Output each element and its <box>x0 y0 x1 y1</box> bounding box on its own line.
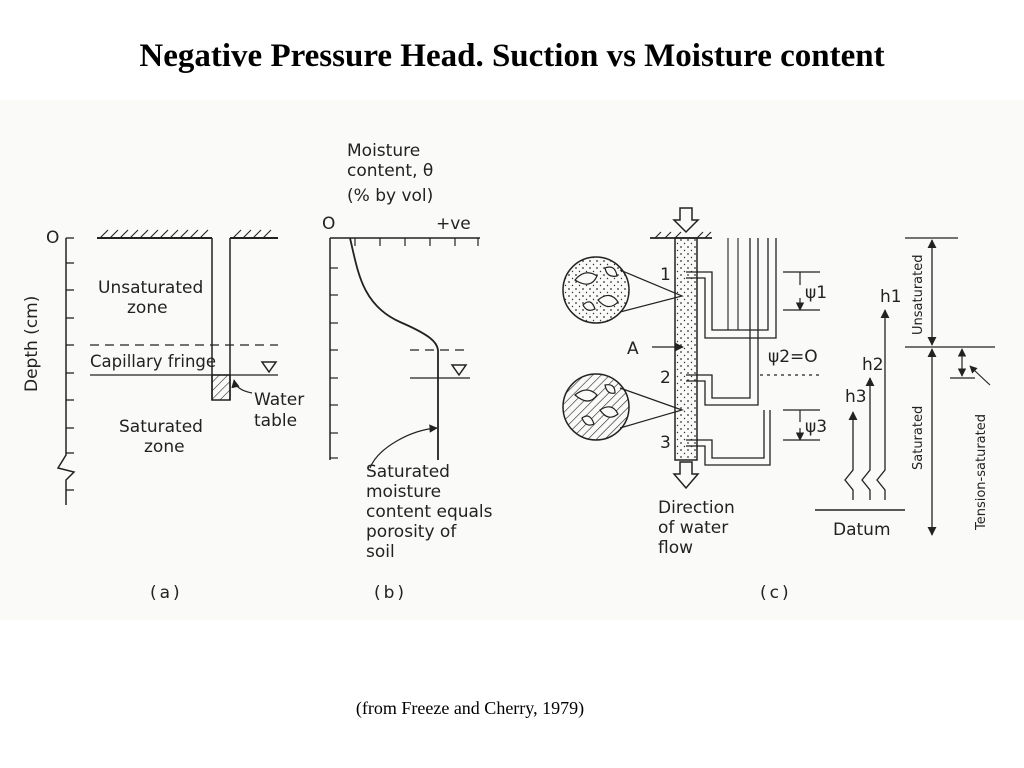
ground-hatch <box>99 229 272 239</box>
h3-arrow <box>844 411 858 500</box>
point-3-label: 3 <box>660 433 671 453</box>
panel-a-zero: O <box>46 228 59 248</box>
freeze-cherry-figure: O Depth (cm) Unsaturated zone Capillary … <box>0 100 1024 620</box>
panel-a-caption: (a) <box>150 583 183 603</box>
panel-b <box>329 237 480 469</box>
outflow-arrow <box>672 461 700 490</box>
moisture-title-line2: content, θ <box>347 161 433 181</box>
unsaturated-side-label: Unsaturated <box>911 255 926 336</box>
water-table-label-line1: Water <box>254 390 304 410</box>
tensiometer-3 <box>686 410 771 466</box>
unsaturated-zone-line2: zone <box>127 298 168 318</box>
h1-arrow <box>876 309 890 500</box>
well-water <box>211 374 231 401</box>
point-2-label: 2 <box>660 368 671 388</box>
capillary-fringe-label: Capillary fringe <box>90 352 216 371</box>
saturated-note-line1: Saturated <box>366 462 450 482</box>
h2-arrow <box>861 377 875 500</box>
saturated-note-line3: content equals <box>366 502 493 522</box>
unsaturated-zone-line1: Unsaturated <box>98 278 203 298</box>
x-axis-zero: O <box>322 214 335 234</box>
unsaturated-pore-circle <box>562 256 630 324</box>
depth-ticks <box>66 237 74 491</box>
panel-b-caption: (b) <box>374 583 407 603</box>
point-1-label: 1 <box>660 265 671 285</box>
panel-a-axis-label: Depth (cm) <box>22 296 42 392</box>
water-table-pointer <box>231 379 253 394</box>
saturated-note-line5: soil <box>366 542 395 562</box>
saturated-pointer <box>369 424 438 469</box>
inflow-arrow <box>672 207 700 234</box>
tension-saturated-side-label: Tension-saturated <box>974 414 989 531</box>
psi3-label: ψ3 <box>805 417 827 437</box>
moisture-title-line3: (% by vol) <box>347 186 433 206</box>
psi2-label: ψ2=O <box>768 347 818 367</box>
point-a-label: A <box>627 339 639 359</box>
depth-ticks-b <box>330 267 338 459</box>
x-axis-positive: +ve <box>436 214 471 234</box>
saturated-side-label: Saturated <box>911 406 926 470</box>
saturated-zone-line2: zone <box>144 437 185 457</box>
water-table-symbol-b <box>450 364 468 377</box>
panel-c <box>562 207 995 536</box>
panel-a: O Depth (cm) <box>22 228 278 505</box>
h1-label: h1 <box>880 287 902 307</box>
saturated-note-line4: porosity of <box>366 522 457 542</box>
flow-direction-line2: of water <box>658 518 728 538</box>
moisture-axis-ticks <box>354 238 479 246</box>
slide-title: Negative Pressure Head. Suction vs Moist… <box>139 38 885 74</box>
saturated-zone-line1: Saturated <box>119 417 203 437</box>
h2-label: h2 <box>862 355 884 375</box>
psi1-label: ψ1 <box>805 283 827 303</box>
saturated-note-line2: moisture <box>366 482 441 502</box>
panel-c-caption: (c) <box>760 583 792 603</box>
saturated-pore-circle <box>562 373 630 441</box>
datum-label: Datum <box>833 520 891 540</box>
water-table-label-line2: table <box>254 411 297 431</box>
soil-column <box>674 237 698 461</box>
tensiometer-1 <box>686 238 777 339</box>
flow-direction-line3: flow <box>658 538 693 558</box>
water-table-symbol <box>260 361 278 374</box>
h3-label: h3 <box>845 387 867 407</box>
depth-axis <box>56 238 76 505</box>
moisture-profile-curve <box>349 237 439 460</box>
source-citation: (from Freeze and Cherry, 1979) <box>355 698 585 718</box>
moisture-title-line1: Moisture <box>347 141 420 161</box>
flow-direction-line1: Direction <box>658 498 735 518</box>
tensiometer-2 <box>686 238 759 406</box>
